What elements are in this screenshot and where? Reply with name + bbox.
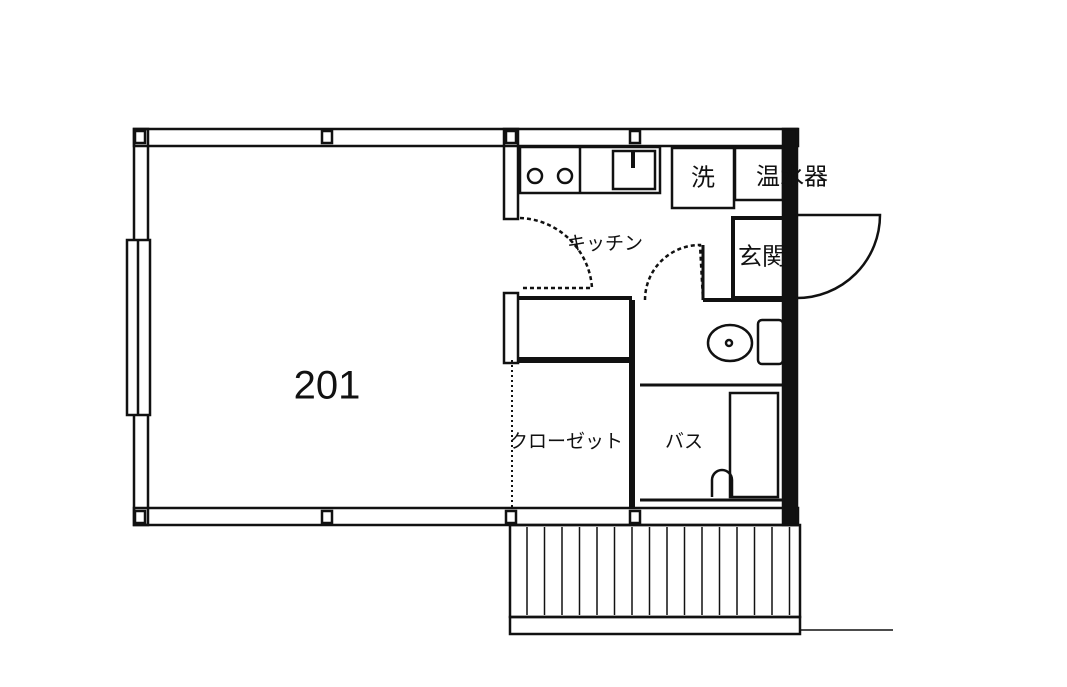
kitchen-label: キッチン	[566, 232, 644, 255]
bathtub	[710, 391, 780, 499]
water-heater-label: 温水器	[756, 162, 828, 191]
columns	[133, 129, 642, 525]
toilet-fixture	[706, 318, 785, 366]
balcony	[508, 523, 893, 636]
washer-label: 洗	[691, 163, 715, 192]
interior-walls	[511, 296, 790, 508]
unit-number-label: 201	[293, 363, 361, 408]
closet-label: クローゼット	[508, 430, 624, 453]
bath-label: バス	[664, 430, 704, 453]
entrance-door	[796, 213, 882, 300]
toilet-door	[643, 243, 705, 301]
window	[125, 238, 152, 417]
kitchen-counter	[518, 145, 662, 195]
entrance-label: 玄関	[738, 242, 786, 271]
water-heater-space	[733, 146, 785, 202]
kitchen-door	[519, 216, 594, 290]
